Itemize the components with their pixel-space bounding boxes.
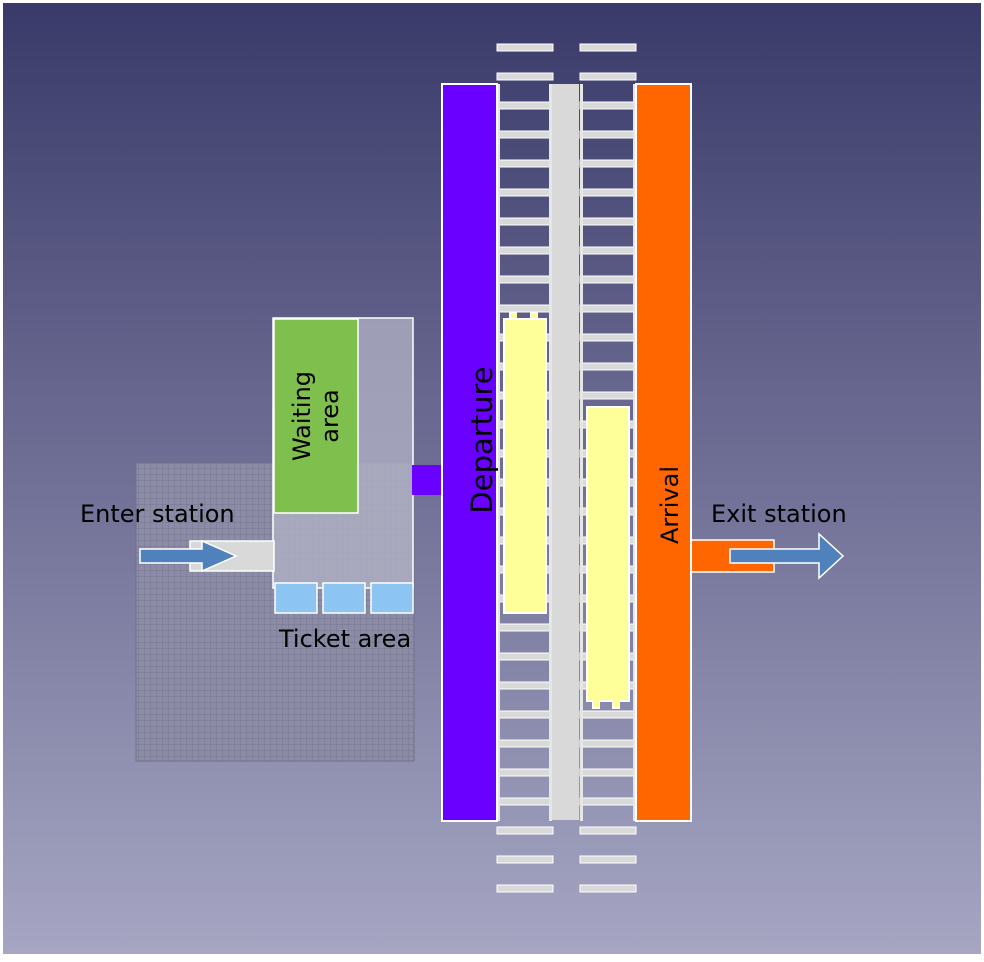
track-sleeper	[579, 188, 637, 197]
track-sleeper	[579, 217, 637, 226]
ticket-area-label: Ticket area	[279, 625, 412, 653]
track-sleeper	[496, 739, 554, 748]
track-sleeper	[496, 826, 554, 835]
track-sleeper	[579, 246, 637, 255]
rail	[497, 84, 500, 821]
track-sleeper	[496, 681, 554, 690]
track-sleeper	[579, 884, 637, 893]
track-sleeper	[496, 43, 554, 52]
track-sleeper	[496, 130, 554, 139]
track-sleeper	[579, 855, 637, 864]
track-sleeper	[496, 246, 554, 255]
track-sleeper	[579, 101, 637, 110]
track-sleeper	[579, 72, 637, 81]
track-sleeper	[496, 884, 554, 893]
track-sleeper	[496, 768, 554, 777]
ticket-booth	[322, 582, 366, 614]
track-sleeper	[496, 855, 554, 864]
track-sleeper	[496, 72, 554, 81]
track-sleeper	[579, 333, 637, 342]
track-sleeper	[496, 710, 554, 719]
track-sleeper	[579, 710, 637, 719]
track-sleeper	[579, 304, 637, 313]
departure-train	[503, 312, 547, 614]
track-sleeper	[496, 304, 554, 313]
track-sleeper	[579, 739, 637, 748]
rail	[633, 84, 636, 821]
track-sleeper	[496, 101, 554, 110]
track-sleeper	[579, 826, 637, 835]
track-sleeper	[579, 130, 637, 139]
track-sleeper	[579, 275, 637, 284]
departure-platform	[441, 83, 498, 822]
exit-arrow-icon	[729, 532, 845, 580]
track-sleeper	[579, 768, 637, 777]
track-sleeper	[496, 275, 554, 284]
waiting-area	[273, 318, 359, 514]
track-sleeper	[496, 797, 554, 806]
track-sleeper	[579, 391, 637, 400]
track-sleeper	[579, 362, 637, 371]
rail	[580, 84, 583, 821]
track-sleeper	[579, 43, 637, 52]
arrival-platform	[635, 83, 692, 822]
track-sleeper	[579, 159, 637, 168]
track-sleeper	[496, 217, 554, 226]
track-sleeper	[496, 652, 554, 661]
track-sleeper	[496, 188, 554, 197]
departure-connector	[412, 465, 442, 495]
waiting-area-label-line1: Waiting	[288, 370, 316, 462]
rail	[549, 84, 552, 821]
ticket-booth	[370, 582, 414, 614]
ticket-booth	[274, 582, 318, 614]
center-platform	[552, 84, 579, 820]
track-sleeper	[579, 797, 637, 806]
track-sleeper	[496, 623, 554, 632]
arrival-train	[586, 406, 630, 709]
track-sleeper	[496, 159, 554, 168]
exit-station-label: Exit station	[711, 500, 847, 528]
enter-arrow-icon	[139, 539, 238, 573]
waiting-area-label-line2: area	[316, 389, 344, 443]
enter-station-label: Enter station	[80, 500, 235, 528]
